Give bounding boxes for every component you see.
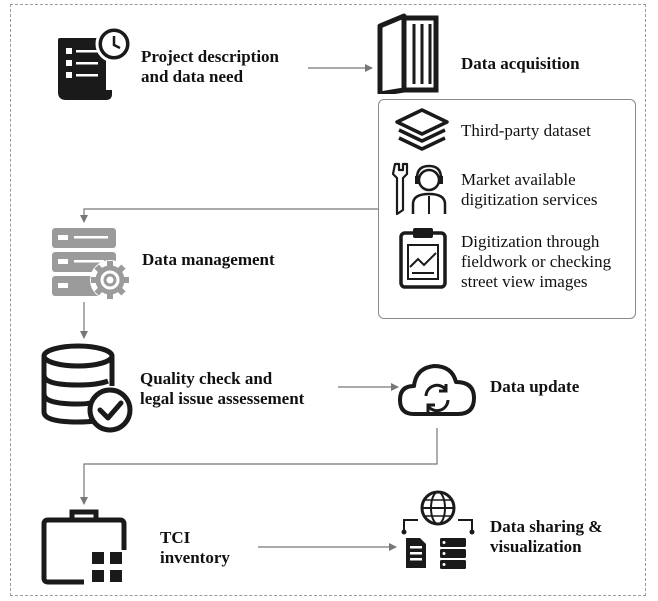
cloud-sync-icon bbox=[398, 364, 476, 416]
acquisition-options-box bbox=[378, 99, 636, 319]
open-book-icon bbox=[377, 13, 439, 94]
label-data-sharing: Data sharing & visualization bbox=[490, 517, 603, 556]
label-data-update: Data update bbox=[490, 377, 580, 396]
technician-icon bbox=[391, 162, 447, 216]
checklist-clock-icon bbox=[58, 25, 133, 100]
label-tci-inventory: TCI inventory bbox=[160, 528, 230, 567]
globe-network-icon bbox=[401, 490, 475, 569]
server-gear-icon bbox=[52, 228, 130, 300]
label-market-digitization: Market available digitization services bbox=[461, 170, 598, 209]
label-data-management: Data management bbox=[142, 250, 275, 269]
label-quality-check: Quality check and legal issue assessemen… bbox=[140, 369, 305, 408]
outer-dashed-frame bbox=[10, 4, 646, 596]
toolbox-icon bbox=[41, 509, 127, 585]
database-check-icon bbox=[41, 343, 133, 433]
arrow-update-to-tci bbox=[80, 428, 438, 505]
label-third-party-dataset: Third-party dataset bbox=[461, 121, 591, 140]
arrow-acquisition-to-management bbox=[80, 208, 378, 223]
label-digitization-fieldwork: Digitization through fieldwork or checki… bbox=[461, 232, 612, 291]
layers-icon bbox=[395, 108, 449, 151]
label-data-acquisition: Data acquisition bbox=[461, 54, 580, 73]
label-project-description: Project description and data need bbox=[141, 47, 280, 86]
clipboard-chart-icon bbox=[399, 228, 447, 289]
